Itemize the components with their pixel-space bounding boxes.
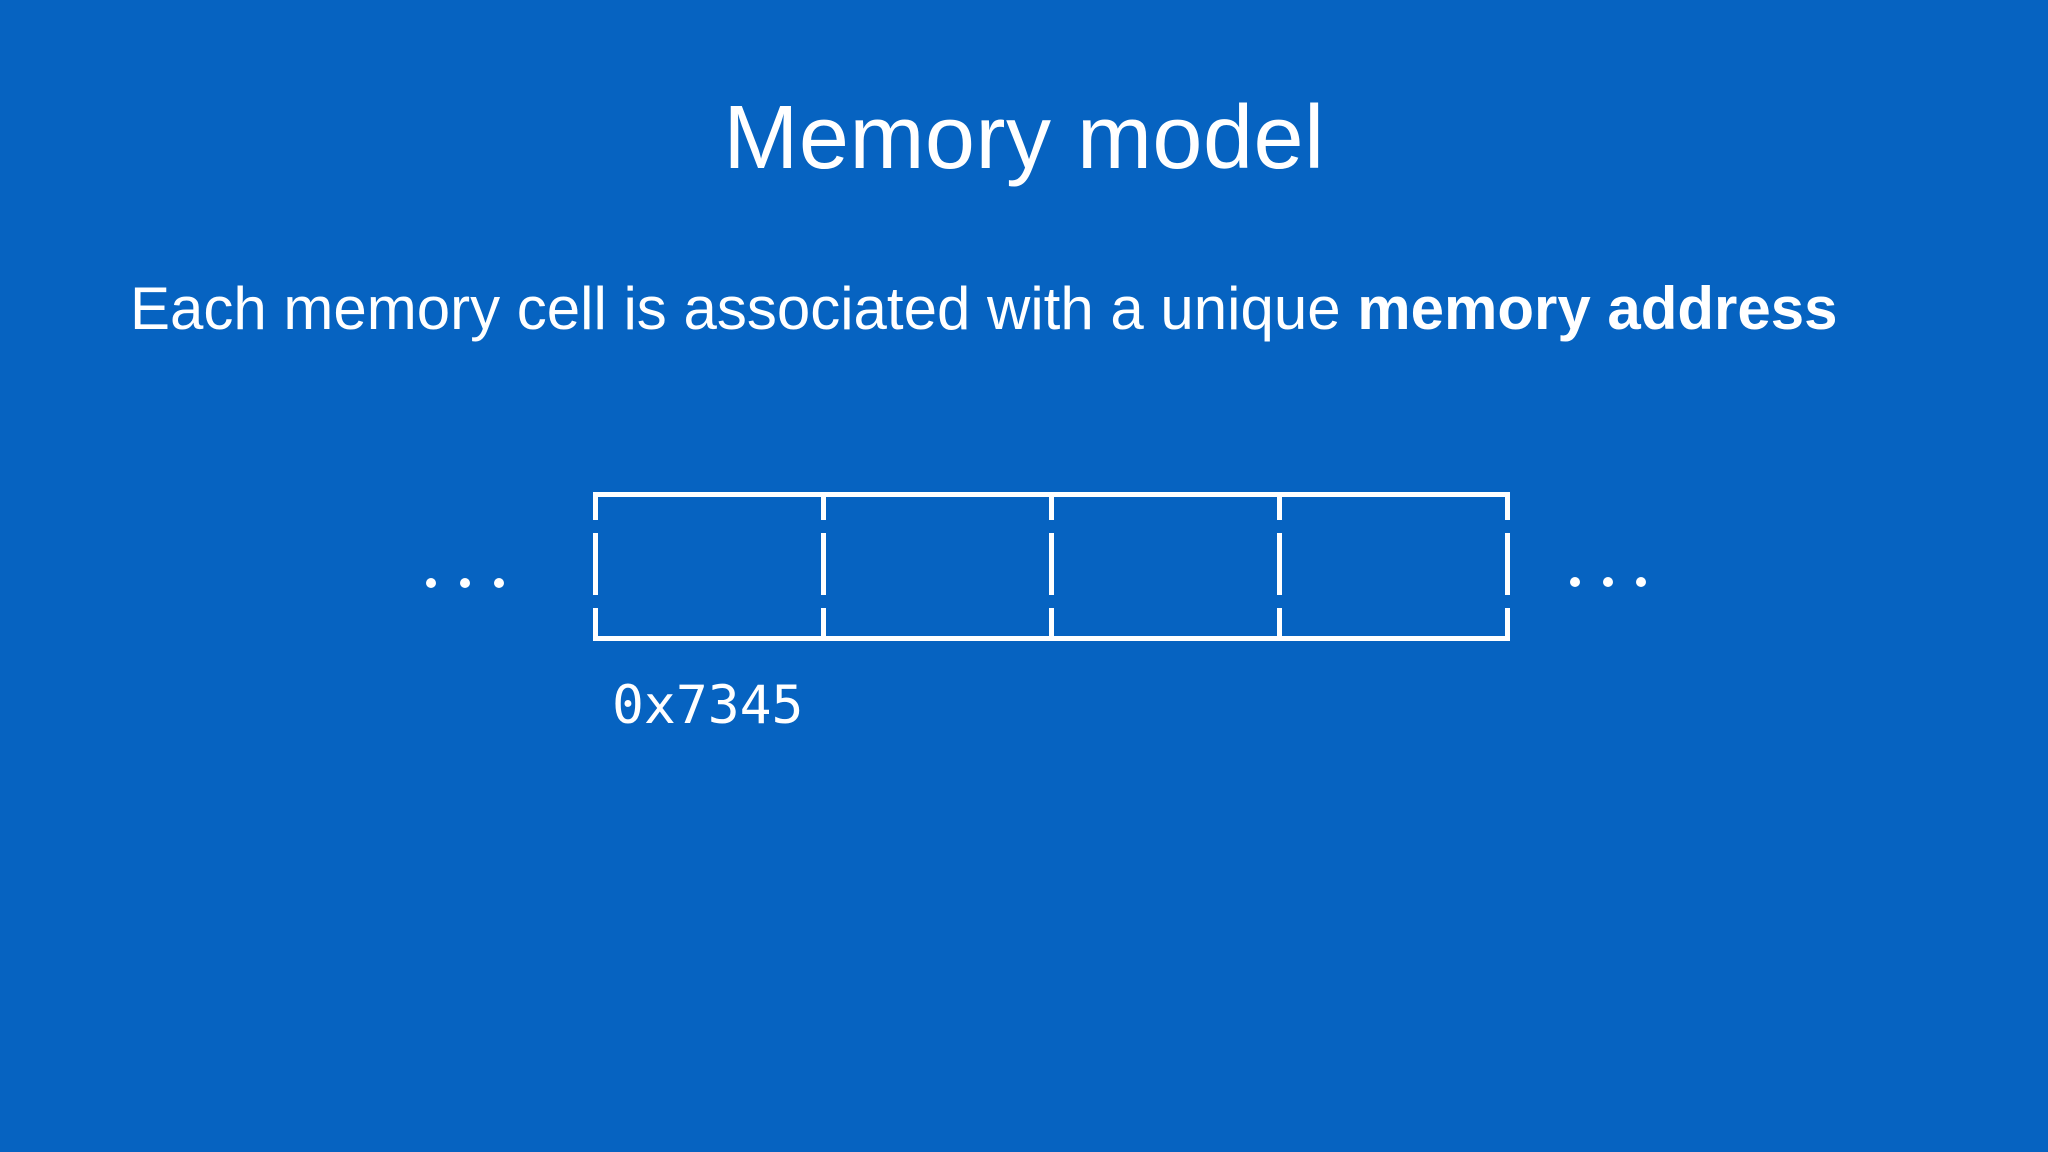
ellipsis-dot (494, 578, 504, 588)
body-text: Each memory cell is associated with a un… (130, 270, 1837, 348)
ellipsis-dot (1570, 577, 1580, 587)
body-text-bold: memory address (1357, 275, 1838, 342)
memory-address-label: 0x7345 (612, 675, 804, 736)
right-ellipsis (1570, 577, 1646, 587)
ellipsis-dot (1603, 577, 1613, 587)
left-ellipsis (426, 578, 504, 588)
ellipsis-dot (1636, 577, 1646, 587)
cell-grid-lines (593, 492, 1510, 641)
memory-cell-row (593, 492, 1510, 641)
slide-title: Memory model (723, 88, 1325, 188)
body-text-regular: Each memory cell is associated with a un… (130, 275, 1358, 342)
ellipsis-dot (460, 578, 470, 588)
ellipsis-dot (426, 578, 436, 588)
